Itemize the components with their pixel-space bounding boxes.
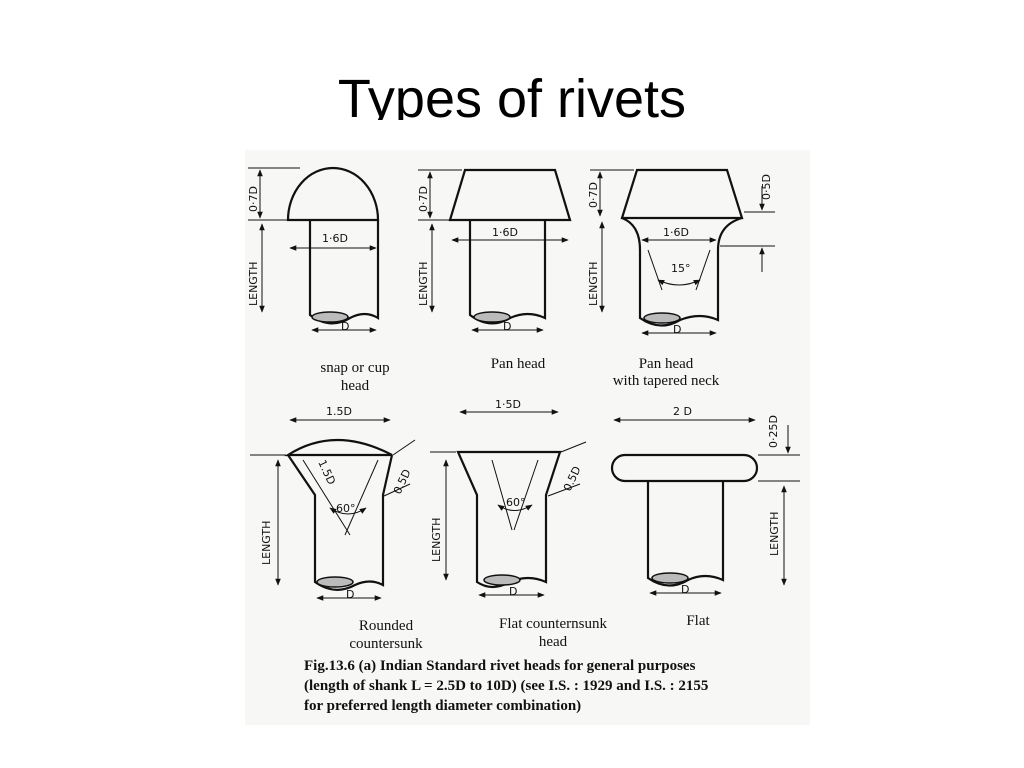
rounded-cs-body — [287, 454, 394, 591]
flat-cs-section-hatch — [483, 574, 521, 586]
pan-width-label: 1·6D — [492, 226, 518, 239]
rivet-flat-head: 2 D 0·25D LENGTH D Flat — [610, 405, 800, 629]
rounded-cs-diameter-label: D — [346, 588, 354, 601]
rounded-cs-name-line1: Rounded — [359, 618, 414, 634]
snap-diameter-label: D — [341, 320, 349, 333]
flat-cs-length-label: LENGTH — [430, 518, 443, 562]
flat-cs-width-label: 1·5D — [495, 398, 521, 411]
rounded-cs-name-line2: countersunk — [349, 636, 423, 652]
snap-name-line1: snap or cup — [320, 360, 389, 376]
caption-line-3: for preferred length diameter combinatio… — [304, 698, 581, 714]
flat-head-shape — [610, 453, 759, 483]
rounded-cs-section-hatch — [316, 576, 354, 588]
slide-title: Types of rivets — [337, 69, 687, 120]
pan-head-shape — [448, 168, 572, 222]
snap-head-dome — [286, 166, 380, 222]
tapered-width-label: 1·6D — [663, 226, 689, 239]
flat-head-height-label: 0·25D — [767, 415, 780, 448]
snap-section-hatch — [311, 311, 349, 323]
flat-name-line1: Flat — [686, 613, 710, 629]
pan-name-line1: Pan head — [491, 356, 546, 372]
rivet-pan-head: 0·7D LENGTH 1·6D D Pan head — [417, 168, 572, 372]
tapered-height-label: 0·7D — [587, 182, 600, 208]
rounded-cs-dome — [284, 439, 393, 457]
pan-section-hatch — [473, 311, 511, 323]
rivet-flat-countersunk: 60° 0.5D 1·5D LENGTH D Flat counternsunk… — [430, 398, 607, 650]
tapered-name-line2: with tapered neck — [613, 373, 720, 389]
tapered-neck-shank — [621, 216, 743, 327]
tapered-section-hatch — [643, 312, 681, 324]
pan-height-label: 0·7D — [417, 186, 430, 212]
flat-cs-diameter-label: D — [509, 585, 517, 598]
pan-length-label: LENGTH — [417, 262, 430, 306]
rivet-pan-tapered-neck: 15° 0·7D LENGTH 0·5D 1·6D D Pan head wit… — [587, 168, 775, 389]
flat-shank — [646, 481, 725, 587]
flat-cs-angle-label: 60° — [506, 496, 526, 509]
rounded-cs-depth-label: 0.5D — [391, 467, 414, 496]
snap-length-label: LENGTH — [247, 262, 260, 306]
rounded-cs-angle-label: 60° — [336, 502, 356, 515]
rivet-rounded-countersunk: 60° 1.5D 0.5D 1.5D LENGTH D Rounded coun… — [250, 405, 423, 652]
rivet-snap-head: 0·7D LENGTH 1·6D D snap or cup head — [247, 166, 390, 394]
tapered-neck-label: 0·5D — [760, 174, 773, 200]
flat-length-label: LENGTH — [768, 512, 781, 556]
pan-diameter-label: D — [503, 320, 511, 333]
snap-height-label: 0·7D — [247, 186, 260, 212]
caption-line-1: Fig.13.6 (a) Indian Standard rivet heads… — [304, 658, 696, 674]
tapered-angle-label: 15° — [671, 262, 691, 275]
caption-line-2: (length of shank L = 2.5D to 10D) (see I… — [304, 678, 708, 694]
tapered-head-shape — [620, 168, 744, 220]
flat-cs-depth-label: 0.5D — [561, 464, 584, 493]
flat-width-label: 2 D — [673, 405, 692, 418]
tapered-name-line1: Pan head — [639, 356, 694, 372]
rounded-cs-length-label: LENGTH — [260, 521, 273, 565]
snap-width-label: 1·6D — [322, 232, 348, 245]
tapered-length-label: LENGTH — [587, 262, 600, 306]
flat-cs-name-line2: head — [539, 634, 568, 650]
snap-name-line2: head — [341, 378, 370, 394]
rounded-cs-width-label: 1.5D — [326, 405, 352, 418]
figure-caption: Fig.13.6 (a) Indian Standard rivet heads… — [304, 658, 708, 714]
flat-diameter-label: D — [681, 583, 689, 596]
tapered-diameter-label: D — [673, 323, 681, 336]
flat-cs-name-line1: Flat counternsunk — [499, 616, 607, 632]
flat-section-hatch — [651, 572, 689, 584]
rounded-cs-radius-label: 1.5D — [315, 458, 338, 487]
